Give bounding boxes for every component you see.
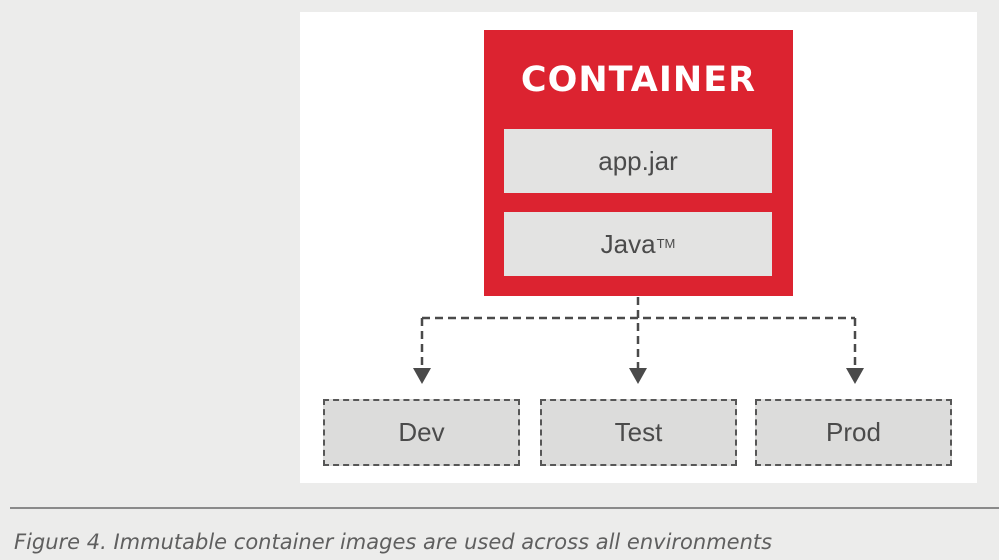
env-prod-box: Prod — [755, 399, 952, 466]
caption-divider — [10, 507, 999, 509]
env-dev-box: Dev — [323, 399, 520, 466]
env-test-label: Test — [614, 417, 663, 447]
layer-java-label: Java — [600, 228, 656, 259]
arrow-prod-icon — [846, 368, 864, 384]
env-dev-label: Dev — [398, 417, 445, 447]
arrow-dev-icon — [413, 368, 431, 384]
layer-app-jar-label: app.jar — [598, 145, 678, 176]
figure-caption: Figure 4. Immutable container images are… — [14, 530, 773, 554]
layer-app-jar: app.jar — [504, 129, 772, 193]
env-test-box: Test — [540, 399, 737, 466]
arrow-test-icon — [629, 368, 647, 384]
env-prod-label: Prod — [826, 417, 881, 447]
container-title: CONTAINER — [520, 60, 757, 100]
